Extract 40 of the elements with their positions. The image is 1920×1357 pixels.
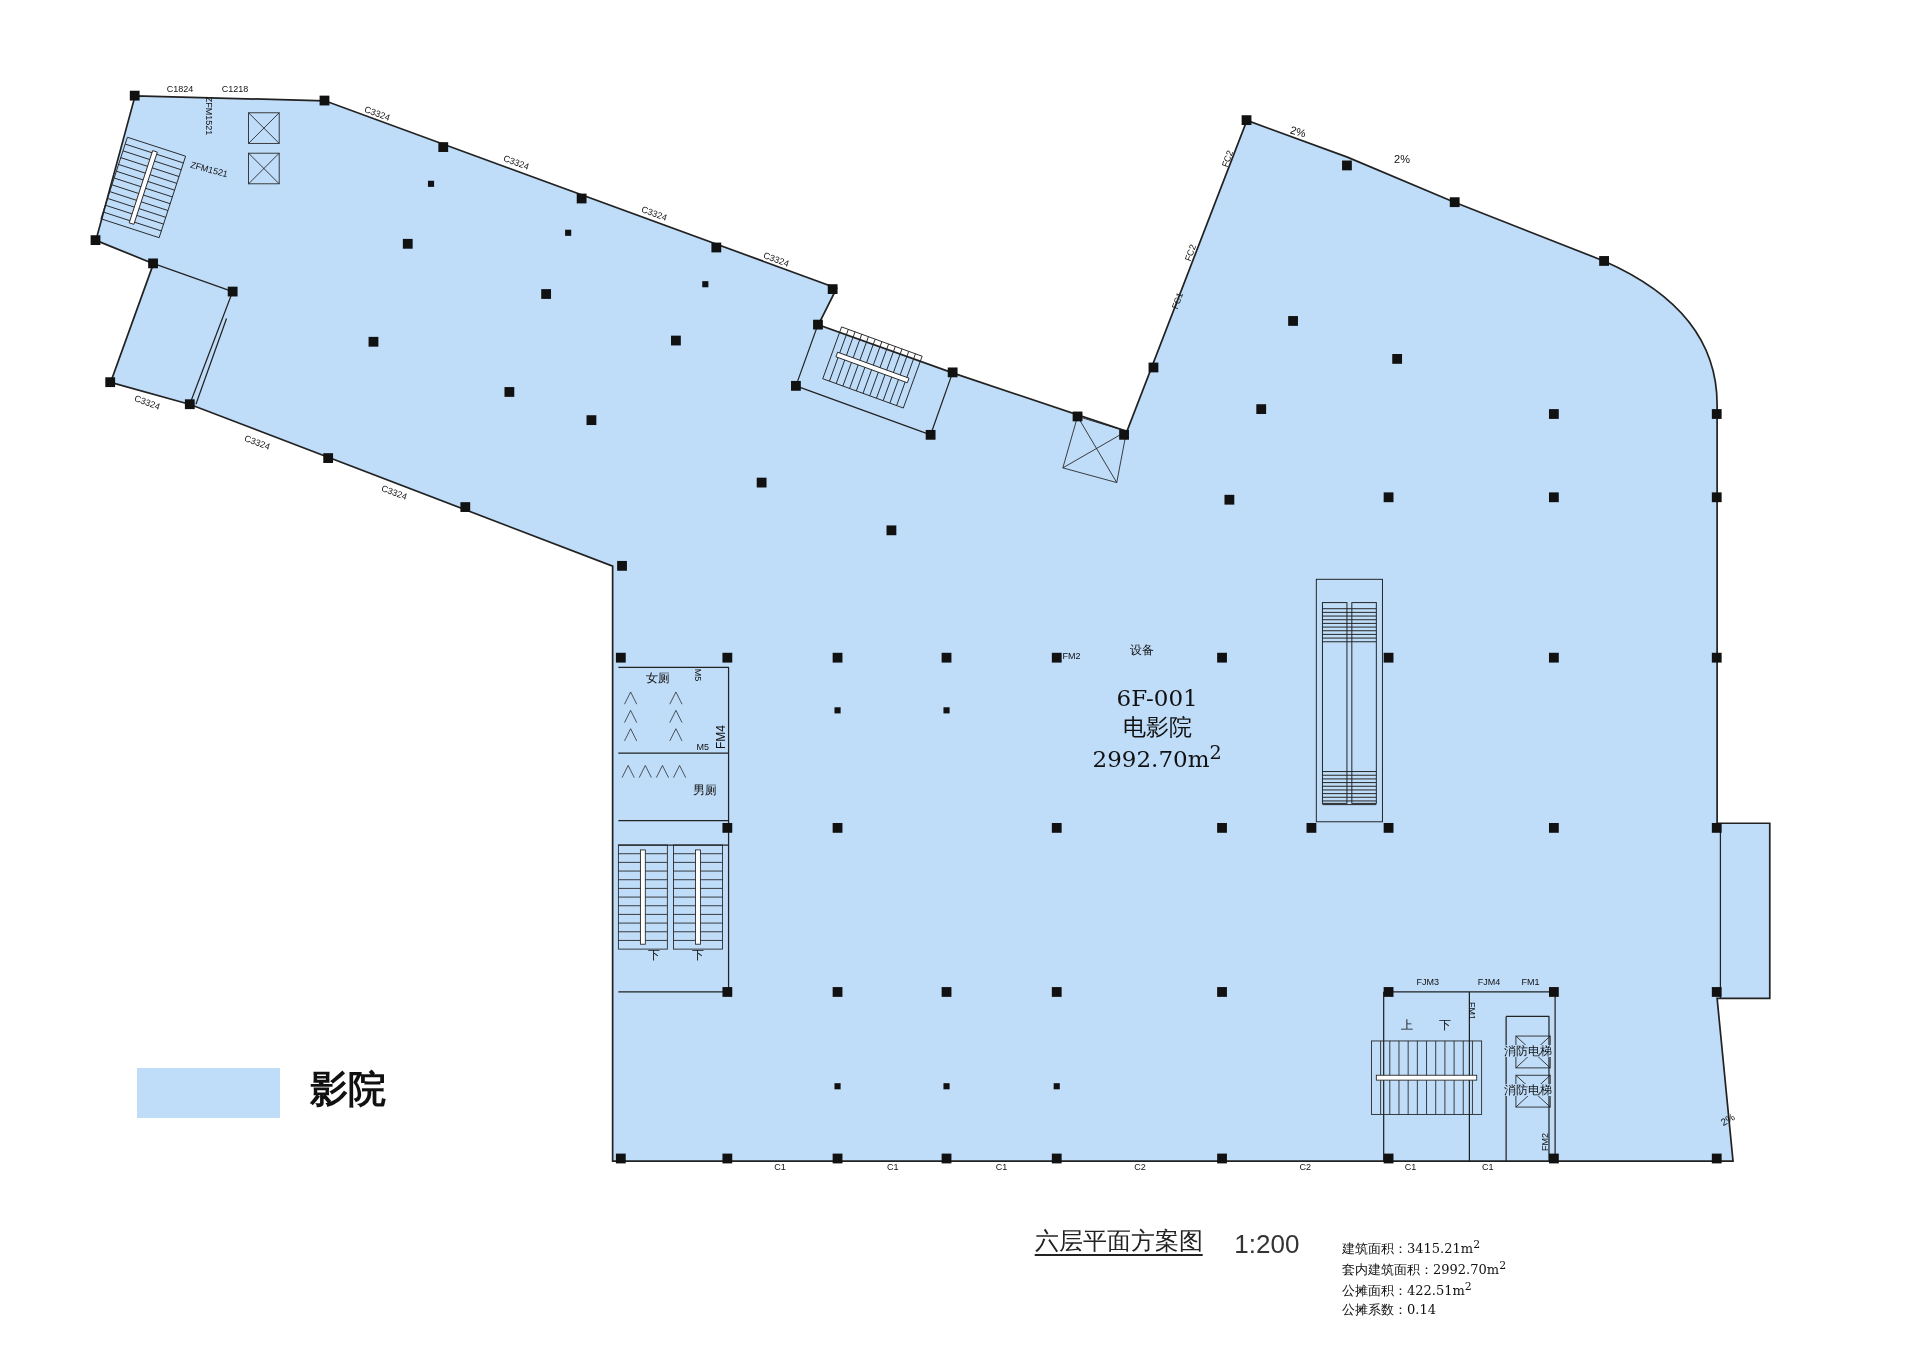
door-code: FM2 xyxy=(1062,651,1081,661)
scale-label: 1:200 xyxy=(1234,1230,1300,1257)
area-stat: 公摊面积：422.51m$^{2}$ xyxy=(1342,1282,1472,1298)
stair-direction: 下 xyxy=(647,949,660,962)
window-code: C3324 xyxy=(380,484,409,503)
door-code: FM1 xyxy=(1521,977,1540,987)
door-code: FJM4 xyxy=(1477,977,1501,987)
stair-direction: 上 xyxy=(1400,1018,1413,1031)
window-code: C3324 xyxy=(243,434,272,452)
stair-direction: 下 xyxy=(691,949,704,962)
window-code: C3324 xyxy=(132,394,161,412)
window-code: FC1 xyxy=(1170,291,1186,311)
room-name: 女厕 xyxy=(645,672,670,685)
room-use: 电影院 xyxy=(1122,715,1192,739)
door-code: FM2 xyxy=(1540,1133,1550,1152)
drawing-title: 六层平面方案图 xyxy=(1034,1229,1203,1254)
area-stat: 套内建筑面积：2992.70m$^{2}$ xyxy=(1342,1261,1506,1277)
window-code: FC2 xyxy=(1184,243,1199,263)
window-code: C3324 xyxy=(501,154,530,172)
unit-code: 6F-001 xyxy=(1116,686,1198,710)
room-name: 设备 xyxy=(1130,644,1155,657)
door-code: FM1 xyxy=(1466,1002,1476,1021)
area-value: 2992.70m$^{2}$ xyxy=(1092,742,1222,772)
door-code: FJM3 xyxy=(1416,977,1439,987)
door-code: M5 xyxy=(692,668,702,681)
area-stat: 公摊系数：0.14 xyxy=(1342,1302,1436,1316)
door-code: ZFM1521 xyxy=(189,160,230,180)
window-code: C3324 xyxy=(639,205,668,224)
door-code: M5 xyxy=(696,742,710,752)
window-code: FC2 xyxy=(1221,149,1236,169)
legend-label: 影院 xyxy=(309,1070,386,1109)
slope-label: 2% xyxy=(1719,1112,1737,1129)
window-code: C3324 xyxy=(762,250,791,269)
door-code: FM4 xyxy=(715,725,728,750)
stair-direction: 下 xyxy=(1438,1018,1451,1031)
window-code: C3324 xyxy=(363,105,392,123)
slope-label: 2% xyxy=(1288,124,1308,140)
area-stat: 建筑面积：3415.21m$^{2}$ xyxy=(1342,1240,1480,1256)
slope-label: 2% xyxy=(1394,153,1410,165)
room-name: 男厕 xyxy=(693,783,718,796)
